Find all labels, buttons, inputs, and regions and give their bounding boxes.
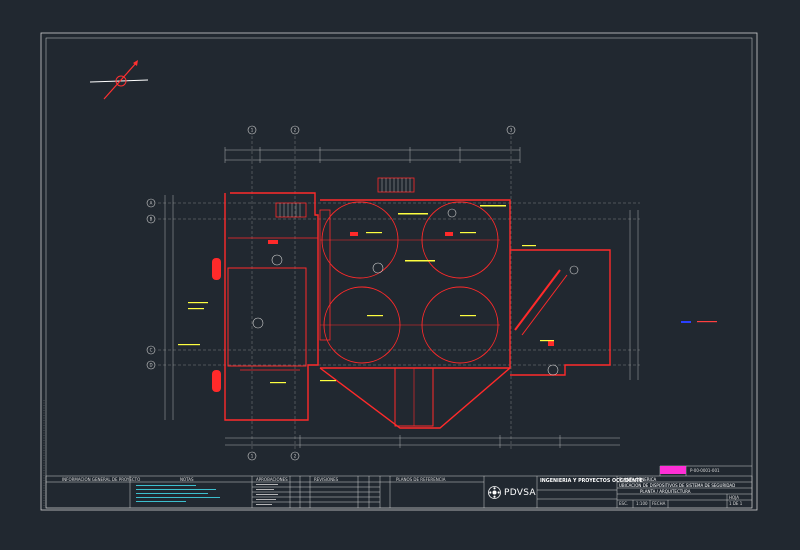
plant-name: PLANTA GENERICA (619, 477, 657, 482)
grid-label-top: 1 (251, 128, 254, 133)
drawing-title: UBICACION DE DISPOSITIVOS DE SISTEMA DE … (619, 483, 736, 488)
stair-treads (279, 178, 411, 217)
ref-header: PLANOS DE REFERENCIA (396, 477, 446, 482)
title-block-frame (45, 465, 753, 509)
scale-value: 1:100 (636, 501, 648, 506)
pdvsa-sun-icon (488, 486, 501, 499)
grid-label-left: D (149, 363, 152, 368)
safety-devices (252, 208, 579, 376)
grid-label-bottom: 2 (294, 454, 297, 459)
grid-label-top: 2 (294, 128, 297, 133)
logo-text: PDVSA (504, 487, 536, 498)
sheet-value: 1 DE 1 (729, 501, 743, 506)
revision-stamp (660, 466, 686, 474)
legend-symbol (681, 321, 717, 323)
grid-label-bottom: 1 (251, 454, 254, 459)
building-walls (224, 177, 611, 429)
dimension-lines (164, 147, 639, 448)
hazard-markers (212, 232, 554, 392)
grid-label-left: A (150, 201, 153, 206)
north-arrow-icon (89, 60, 149, 100)
rev-header: REVISIONES (314, 477, 339, 482)
notes-lines (136, 485, 220, 502)
sheet-type: PLANTA / ARQUITECTURA (640, 489, 691, 494)
annotation-labels (178, 205, 554, 384)
grid-axes (158, 136, 640, 450)
grid-label-left: C (150, 348, 153, 353)
notes-header: NOTAS (180, 477, 194, 482)
legend-lines (256, 484, 278, 505)
tanks (320, 201, 500, 364)
info-header: INFORMACION GENERAL DE PROYECTO (62, 477, 141, 482)
approval-header: APROBACIONES (256, 477, 288, 482)
company-name: INGENIERIA Y PROYECTOS OCCIDENTE (540, 479, 643, 484)
date-label: FECHA (652, 501, 666, 506)
scale-label: ESC. (619, 501, 629, 506)
sheet-label: HOJA (729, 495, 740, 500)
grid-bubbles (146, 125, 516, 461)
grid-label-top: 3 (510, 128, 513, 133)
doc-code: P-00-0001-001 (690, 468, 720, 473)
company-logo: PDVSA (488, 486, 536, 499)
grid-label-left: B (150, 217, 153, 222)
sheet-frame (40, 32, 758, 511)
